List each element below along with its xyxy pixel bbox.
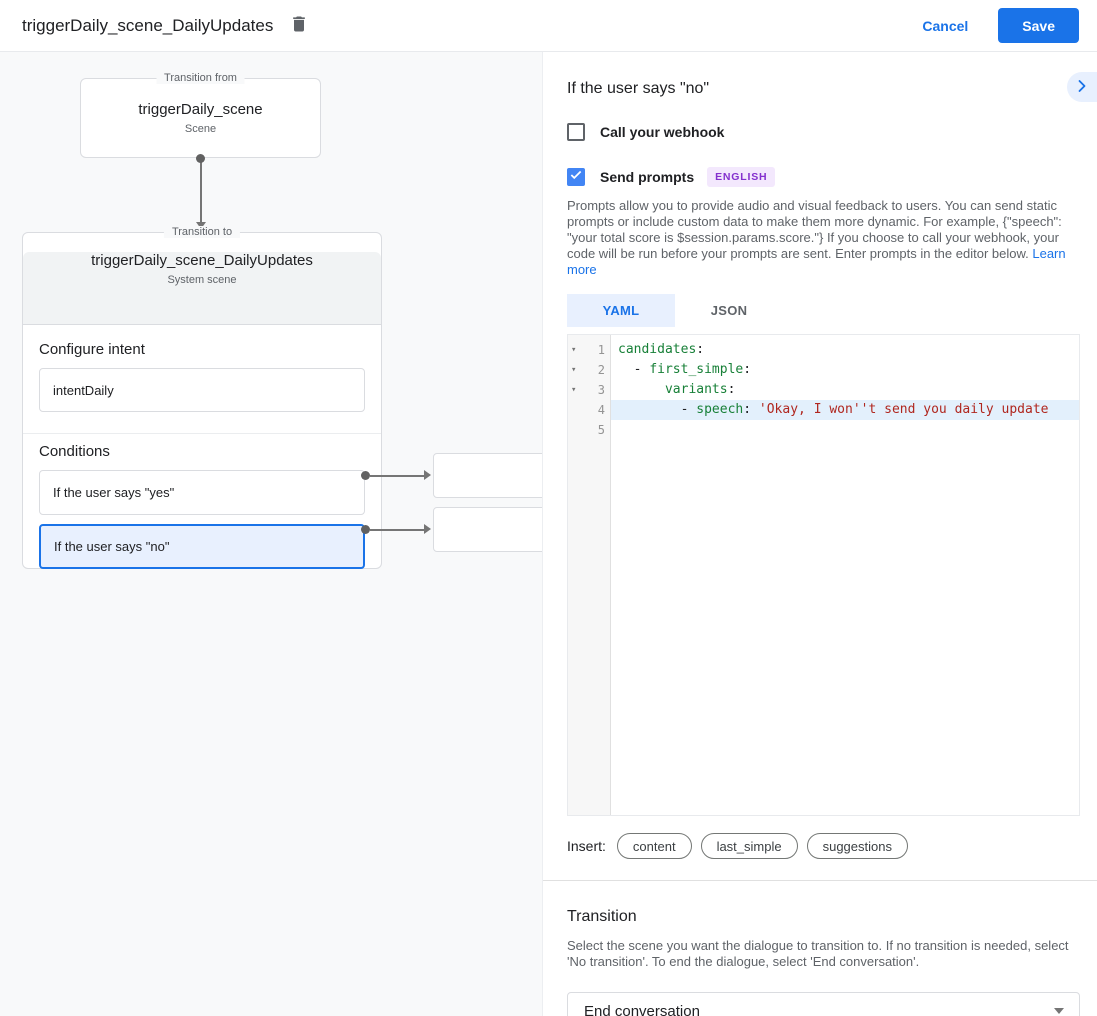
- configure-intent-label: Configure intent: [39, 341, 145, 358]
- yaml-key: candidates: [618, 342, 697, 357]
- yaml-punct: -: [618, 402, 697, 417]
- fold-arrow-icon[interactable]: ▾: [571, 345, 577, 355]
- webhook-row: Call your webhook: [567, 123, 1080, 141]
- arrow-right-icon: [424, 470, 431, 480]
- page-title: triggerDaily_scene_DailyUpdates: [22, 15, 274, 35]
- gutter-row: 5: [568, 420, 610, 440]
- line-number: 1: [597, 343, 605, 357]
- line-number: 5: [597, 423, 605, 437]
- prompts-description-text: Prompts allow you to provide audio and v…: [567, 198, 1062, 261]
- language-badge: ENGLISH: [707, 167, 776, 187]
- transition-to-card: Transition to triggerDaily_scene_DailyUp…: [22, 226, 382, 569]
- condition-heading: If the user says "no": [567, 80, 710, 97]
- condition-yes-label: If the user says "yes": [53, 485, 175, 500]
- yaml-punct: :: [743, 362, 752, 377]
- tab-yaml[interactable]: YAML: [567, 294, 675, 327]
- gutter-row: ▾ 2: [568, 360, 610, 380]
- section-divider: [543, 880, 1097, 881]
- from-scene-type: Scene: [184, 123, 217, 135]
- connector-dot: [361, 525, 370, 534]
- connector-dot: [196, 154, 205, 163]
- editor-gutter: ▾ 1 ▾ 2 ▾ 3 4 5: [568, 335, 611, 815]
- learn-more-link[interactable]: Learn more: [567, 246, 1066, 277]
- send-prompts-row: Send prompts ENGLISH: [567, 167, 1080, 187]
- gutter-row: ▾ 3: [568, 380, 610, 400]
- fold-arrow-icon[interactable]: ▾: [571, 385, 577, 395]
- trash-icon: [289, 13, 309, 38]
- to-card-header: triggerDaily_scene_DailyUpdates System s…: [23, 252, 381, 325]
- connector-line: [200, 158, 202, 222]
- send-prompts-label: Send prompts: [600, 169, 695, 185]
- insert-label: Insert:: [567, 838, 606, 854]
- insert-chip-last-simple[interactable]: last_simple: [700, 833, 798, 859]
- condition-no[interactable]: If the user says "no": [39, 524, 365, 569]
- delete-button[interactable]: [289, 13, 309, 38]
- top-bar: triggerDaily_scene_DailyUpdates Cancel S…: [0, 0, 1097, 52]
- yaml-code-editor[interactable]: ▾ 1 ▾ 2 ▾ 3 4 5: [567, 334, 1080, 816]
- to-scene-type: System scene: [167, 274, 237, 286]
- code-line-2: - first_simple:: [611, 360, 1079, 380]
- scene-canvas: Transition from triggerDaily_scene Scene…: [0, 52, 543, 1016]
- yaml-punct: :: [727, 382, 736, 397]
- to-scene-name: triggerDaily_scene_DailyUpdates: [91, 252, 313, 269]
- line-number: 4: [597, 403, 605, 417]
- cancel-button[interactable]: Cancel: [922, 17, 969, 34]
- insert-chip-suggestions[interactable]: suggestions: [806, 833, 908, 859]
- editor-tabs: YAML JSON: [567, 294, 1080, 327]
- code-area[interactable]: candidates: - first_simple: variants: - …: [611, 335, 1079, 815]
- conditions-label: Conditions: [39, 443, 110, 460]
- connector-dot: [361, 471, 370, 480]
- dropdown-caret-icon: [1054, 1008, 1064, 1014]
- transition-select-value: End conversation: [584, 1002, 700, 1016]
- line-number: 3: [597, 383, 605, 397]
- yaml-punct: -: [618, 362, 650, 377]
- transition-to-label: Transition to: [163, 226, 241, 238]
- condition-no-target-box[interactable]: [433, 507, 542, 552]
- transition-select[interactable]: End conversation: [567, 992, 1080, 1016]
- yaml-key: variants: [664, 382, 728, 397]
- yaml-punct: :: [696, 342, 705, 357]
- arrow-down-icon: [196, 222, 206, 229]
- from-scene-name: triggerDaily_scene: [138, 101, 263, 118]
- webhook-checkbox[interactable]: [567, 123, 585, 141]
- gutter-row: 4: [568, 400, 610, 420]
- connector-line: [370, 529, 424, 531]
- transition-heading: Transition: [567, 908, 637, 925]
- condition-detail-panel: If the user says "no" Call your webhook …: [543, 52, 1097, 1016]
- prompts-description: Prompts allow you to provide audio and v…: [567, 198, 1080, 278]
- line-number: 2: [597, 363, 605, 377]
- transition-from-node[interactable]: Transition from triggerDaily_scene Scene: [80, 72, 321, 158]
- gutter-row: ▾ 1: [568, 340, 610, 360]
- webhook-label: Call your webhook: [600, 124, 725, 140]
- insert-row: Insert: content last_simple suggestions: [567, 833, 1080, 859]
- transition-description: Select the scene you want the dialogue t…: [567, 938, 1069, 969]
- intent-field[interactable]: intentDaily: [39, 368, 365, 412]
- tab-json[interactable]: JSON: [710, 303, 748, 318]
- yaml-punct: :: [743, 402, 752, 417]
- code-line-3: variants:: [611, 380, 1079, 400]
- condition-no-label: If the user says "no": [54, 539, 170, 554]
- yaml-key: speech: [696, 402, 744, 417]
- code-line-1: candidates:: [611, 340, 1079, 360]
- yaml-key: first_simple: [649, 362, 744, 377]
- condition-yes-target-box[interactable]: [433, 453, 542, 498]
- yaml-punct: [618, 382, 665, 397]
- transition-from-label: Transition from: [156, 72, 245, 84]
- insert-chip-content[interactable]: content: [616, 833, 692, 859]
- card-divider: [23, 433, 381, 434]
- fold-arrow-icon[interactable]: ▾: [571, 365, 577, 375]
- check-icon: [569, 168, 583, 187]
- send-prompts-checkbox[interactable]: [567, 168, 585, 186]
- connector-line: [370, 475, 424, 477]
- intent-value: intentDaily: [53, 382, 114, 398]
- main-area: Transition from triggerDaily_scene Scene…: [0, 52, 1097, 1016]
- collapse-panel-button[interactable]: [1067, 72, 1097, 102]
- chevron-right-icon: [1072, 76, 1092, 99]
- condition-yes[interactable]: If the user says "yes": [39, 470, 365, 515]
- code-line-5: [611, 420, 1079, 440]
- save-button[interactable]: Save: [998, 8, 1079, 43]
- arrow-right-icon: [424, 524, 431, 534]
- yaml-string: 'Okay, I won''t send you daily update: [751, 402, 1049, 417]
- code-line-4-active: - speech: 'Okay, I won''t send you daily…: [611, 400, 1079, 420]
